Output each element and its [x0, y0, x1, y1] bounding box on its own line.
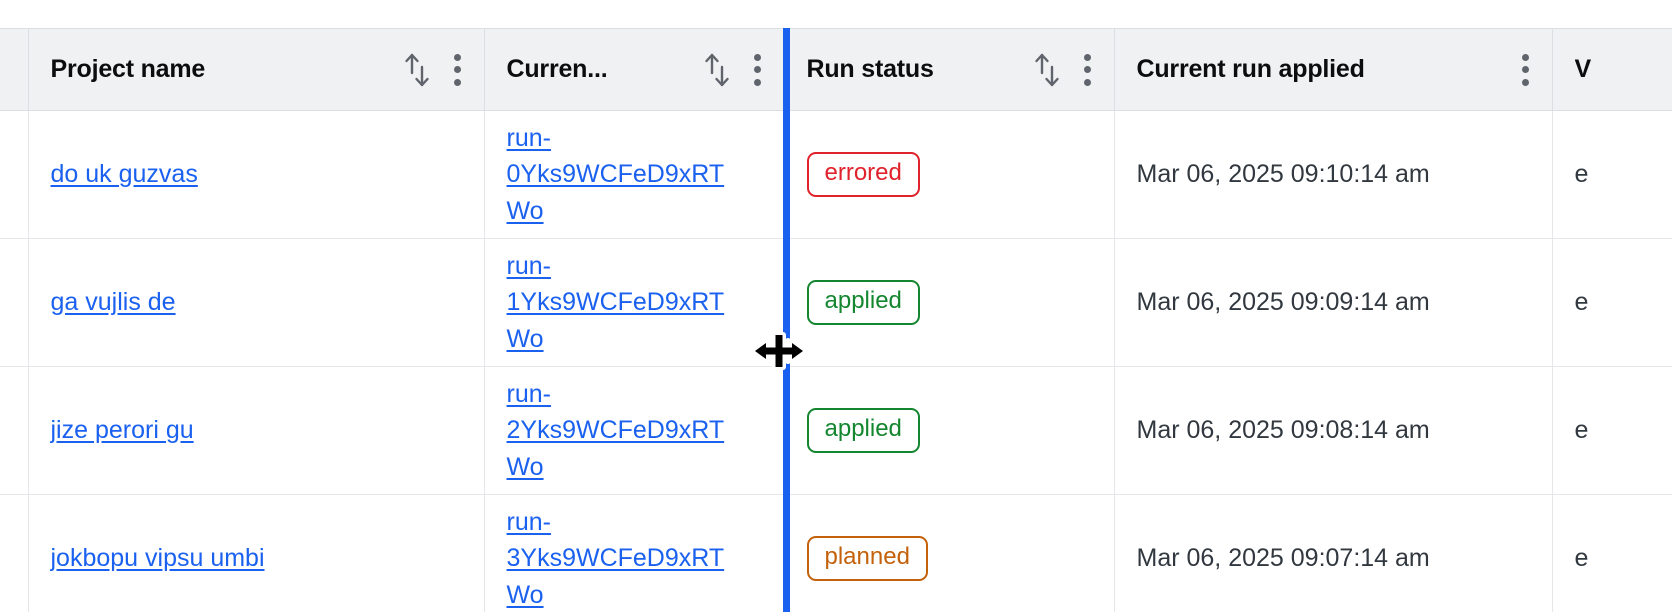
cell-current-run: run-2Yks9WCFeD9xRTWo [484, 366, 785, 495]
cell-current-run-applied: Mar 06, 2025 09:10:14 am [1114, 110, 1553, 239]
project-name-link[interactable]: ga vujlis de [50, 288, 176, 317]
vcs-partial-text: e [1574, 544, 1589, 572]
cell-vcs-partial: e [1552, 110, 1672, 239]
column-header-project-name[interactable]: Project name [28, 28, 485, 111]
vcs-partial-text: e [1574, 288, 1589, 316]
row-gutter [0, 110, 29, 239]
kebab-menu-icon[interactable] [1084, 53, 1092, 86]
column-header-label-project-name: Project name [50, 55, 206, 83]
column-header-vcs-partial[interactable]: V [1552, 28, 1672, 111]
timestamp-text: Mar 06, 2025 09:07:14 am [1136, 544, 1430, 572]
column-header-current-run-applied[interactable]: Current run applied [1114, 28, 1553, 111]
cell-current-run: run-1Yks9WCFeD9xRTWo [484, 238, 785, 367]
current-run-link[interactable]: run-0Yks9WCFeD9xRTWo [506, 124, 725, 225]
table-row[interactable]: jokbopu vipsu umbi run-3Yks9WCFeD9xRTWo … [0, 494, 1672, 612]
cell-current-run-applied: Mar 06, 2025 09:08:14 am [1114, 366, 1553, 495]
column-header-run-status[interactable]: Run status [784, 28, 1115, 111]
row-gutter [0, 366, 29, 495]
table-scroll-container[interactable]: Project name [0, 28, 1672, 612]
sort-arrows-icon[interactable] [402, 51, 432, 89]
timestamp-text: Mar 06, 2025 09:10:14 am [1136, 160, 1430, 188]
current-run-link[interactable]: run-3Yks9WCFeD9xRTWo [506, 508, 725, 609]
cell-vcs-partial: e [1552, 366, 1672, 495]
timestamp-text: Mar 06, 2025 09:08:14 am [1136, 416, 1430, 444]
cell-vcs-partial: e [1552, 494, 1672, 612]
table-row[interactable]: do uk guzvas run-0Yks9WCFeD9xRTWo errore… [0, 110, 1672, 239]
vcs-partial-text: e [1574, 160, 1589, 188]
current-run-link[interactable]: run-2Yks9WCFeD9xRTWo [506, 380, 725, 481]
column-header-label-vcs-partial: V [1574, 55, 1592, 83]
column-resize-indicator[interactable] [783, 28, 790, 612]
row-gutter [0, 494, 29, 612]
column-header-label-current-run: Curren... [506, 55, 608, 83]
cell-vcs-partial: e [1552, 238, 1672, 367]
status-badge: applied [806, 408, 920, 453]
cell-project-name: jokbopu vipsu umbi [28, 494, 485, 612]
kebab-menu-icon[interactable] [754, 53, 762, 86]
status-badge: errored [806, 152, 920, 197]
table-body: do uk guzvas run-0Yks9WCFeD9xRTWo errore… [0, 110, 1672, 612]
column-header-label-current-run-applied: Current run applied [1136, 55, 1365, 83]
column-header-label-run-status: Run status [806, 55, 934, 83]
table-row[interactable]: jize perori gu run-2Yks9WCFeD9xRTWo appl… [0, 366, 1672, 495]
current-run-link[interactable]: run-1Yks9WCFeD9xRTWo [506, 252, 725, 353]
project-name-link[interactable]: jize perori gu [50, 416, 194, 445]
sort-arrows-icon[interactable] [702, 51, 732, 89]
cell-run-status: applied [784, 366, 1115, 495]
cell-project-name: do uk guzvas [28, 110, 485, 239]
cell-project-name: ga vujlis de [28, 238, 485, 367]
header-row: Project name [0, 28, 1672, 111]
cell-current-run: run-0Yks9WCFeD9xRTWo [484, 110, 785, 239]
status-badge: planned [806, 536, 928, 581]
cell-run-status: errored [784, 110, 1115, 239]
timestamp-text: Mar 06, 2025 09:09:14 am [1136, 288, 1430, 316]
cell-current-run-applied: Mar 06, 2025 09:09:14 am [1114, 238, 1553, 367]
project-name-link[interactable]: jokbopu vipsu umbi [50, 544, 265, 573]
status-badge: applied [806, 280, 920, 325]
table-header: Project name [0, 28, 1672, 111]
kebab-menu-icon[interactable] [1522, 53, 1530, 86]
cell-current-run: run-3Yks9WCFeD9xRTWo [484, 494, 785, 612]
row-gutter [0, 238, 29, 367]
vcs-partial-text: e [1574, 416, 1589, 444]
column-header-current-run[interactable]: Curren... [484, 28, 785, 111]
project-name-link[interactable]: do uk guzvas [50, 160, 198, 189]
projects-table: Project name [0, 28, 1672, 612]
sort-arrows-icon[interactable] [1032, 51, 1062, 89]
row-select-gutter-header [0, 28, 29, 111]
top-strip [0, 0, 1672, 28]
table-row[interactable]: ga vujlis de run-1Yks9WCFeD9xRTWo applie… [0, 238, 1672, 367]
kebab-menu-icon[interactable] [454, 53, 462, 86]
cell-run-status: planned [784, 494, 1115, 612]
cell-project-name: jize perori gu [28, 366, 485, 495]
cell-current-run-applied: Mar 06, 2025 09:07:14 am [1114, 494, 1553, 612]
cell-run-status: applied [784, 238, 1115, 367]
